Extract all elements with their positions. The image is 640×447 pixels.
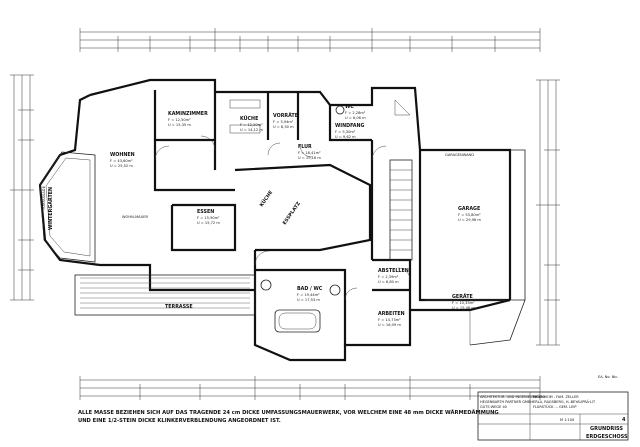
title-block: ARCHITEKTUR- UND INGENIEURBÜRO HEGENBART… — [477, 391, 629, 441]
top-dimension-chains — [79, 28, 541, 52]
room-perimeter: U = 15,48 m — [452, 306, 475, 310]
room-area: F = 43,60m² — [110, 159, 133, 163]
room-name: ABSTELLEN — [378, 268, 409, 274]
room-area: F = 2,39m² — [378, 275, 399, 279]
firm-line-1: ARCHITEKTUR- UND INGENIEURBÜRO — [480, 394, 545, 399]
room-label-wc: WC F = 2,28m² U = 6,06 m — [345, 104, 366, 120]
room-name: VORRÄTE — [273, 112, 298, 119]
room-perimeter: U = 9,62 m — [335, 135, 356, 139]
room-label-flur: FLUR F = 18,41m² U = 19,16 m — [298, 144, 321, 160]
room-perimeter: U = 14,12 m — [240, 128, 263, 132]
door-swings — [154, 99, 411, 301]
firm-line-3: GUTS·WEGE 40 — [480, 405, 507, 409]
room-perimeter: U = 19,16 m — [298, 156, 321, 160]
room-name-terrasse: TERRASSE — [165, 304, 193, 310]
room-perimeter: U = 6,80 m — [378, 280, 399, 284]
room-name: GARAGE — [458, 206, 480, 212]
room-perimeter: U = 6,06 m — [345, 116, 366, 120]
room-label-arbeiten: ARBEITEN F = 14,73m² U = 16,09 m — [378, 311, 405, 327]
room-name: KAMINZIMMER — [168, 111, 208, 117]
room-area: F = 15,90m² — [197, 216, 220, 220]
room-name-essplatz: ESSPLATZ — [282, 200, 302, 226]
room-perimeter: U = 25,52 m — [110, 164, 133, 168]
room-name: GERÄTE — [452, 293, 473, 300]
sheet-number: 4 — [622, 417, 626, 423]
room-perimeter: U = 15,72 m — [197, 221, 220, 225]
room-label-vorrate: VORRÄTE F = 3,94m² U = 8,30 m — [273, 112, 298, 129]
room-area: F = 5,30m² — [335, 130, 356, 134]
owner-line-1: EIGENHEIM - FAM. ZELLER — [533, 395, 579, 399]
room-label-kaminzimmer: KAMINZIMMER F = 12,50m² U = 15,35 m — [168, 111, 208, 127]
stair-flight — [389, 159, 413, 261]
firm-line-2: HEGENBARTH PARTNER GMBH — [480, 400, 533, 404]
garage-details — [425, 149, 526, 346]
right-dimension-chains — [536, 79, 560, 346]
room-label-abstellen: ABSTELLEN F = 2,39m² U = 6,80 m — [378, 268, 409, 284]
room-area: F = 12,20m² — [240, 123, 263, 127]
room-area: F = 19,44m² — [297, 293, 320, 297]
stamp-text: EA. No. Nic. — [598, 375, 618, 379]
room-area: F = 3,94m² — [273, 120, 294, 124]
owner-line-2: ERLA, RAGSBERG, H.-BEYAUPRÄ·LIT — [533, 399, 596, 404]
facade-annotation: TORFASSADE — [42, 185, 46, 211]
room-area: F = 10,33m² — [452, 301, 475, 305]
room-name: WC — [345, 104, 354, 110]
room-name: FLUR — [298, 144, 312, 150]
wall-annotation: WOHN-MAUER — [122, 215, 149, 219]
left-dimension-chains — [10, 74, 34, 301]
room-perimeter: U = 15,35 m — [168, 123, 191, 127]
room-name: ARBEITEN — [378, 311, 405, 317]
room-name: BAD / WC — [297, 286, 323, 292]
room-label-windfang: WINDFANG F = 5,30m² U = 9,62 m — [335, 123, 365, 139]
plan-title: GRUNDRISS — [590, 426, 623, 432]
room-label-essen: ESSEN F = 15,90m² U = 15,72 m — [197, 209, 220, 225]
room-name: WINDFANG — [335, 123, 365, 129]
floor-label: ERDGESCHOSS — [586, 434, 628, 440]
room-area: F = 14,73m² — [378, 318, 401, 322]
room-label-kueche: KÜCHE F = 12,20m² U = 14,12 m — [240, 115, 263, 132]
room-perimeter: U = 17,53 m — [297, 298, 320, 302]
room-name-wintergarten: WINTERGARTEN — [48, 187, 54, 230]
room-area: F = 2,28m² — [345, 111, 366, 115]
room-name: WOHNEN — [110, 152, 135, 158]
bottom-dimension-chains — [79, 376, 541, 400]
note-line-2: UND EINE 1/2-STEIN DICKE KLINKERVERBLEND… — [78, 418, 281, 424]
room-area: F = 18,41m² — [298, 151, 321, 155]
room-label-garage: GARAGE F = 53,80m² U = 29,96 m — [458, 206, 481, 222]
bath-fixtures — [229, 99, 345, 333]
room-label-geraete: GERÄTE F = 10,33m² U = 15,48 m — [452, 293, 475, 310]
terrace-paving — [74, 274, 256, 316]
room-name: KÜCHE — [240, 115, 258, 122]
owner-line-3: FLURSTÜCK ... GEM. LEIP — [533, 404, 576, 409]
room-perimeter: U = 16,09 m — [378, 323, 401, 327]
room-perimeter: U = 29,96 m — [458, 218, 481, 222]
room-label-wohnen: WOHNEN F = 43,60m² U = 25,52 m — [110, 152, 135, 168]
scale-label: M 1:100 — [560, 418, 574, 422]
room-area: F = 53,80m² — [458, 213, 481, 217]
room-label-bad: BAD / WC F = 19,44m² U = 17,53 m — [297, 286, 323, 302]
room-name-kueche-2: KÜCHE — [258, 189, 274, 208]
garage-wall-annotation: GARAGENWAND — [445, 153, 474, 157]
wintergarten-outline — [39, 151, 96, 263]
note-line-1: ALLE MASSE BEZIEHEN SICH AUF DAS TRAGEND… — [78, 409, 499, 416]
room-perimeter: U = 8,30 m — [273, 125, 294, 129]
room-area: F = 12,50m² — [168, 118, 191, 122]
room-name: ESSEN — [197, 209, 214, 215]
